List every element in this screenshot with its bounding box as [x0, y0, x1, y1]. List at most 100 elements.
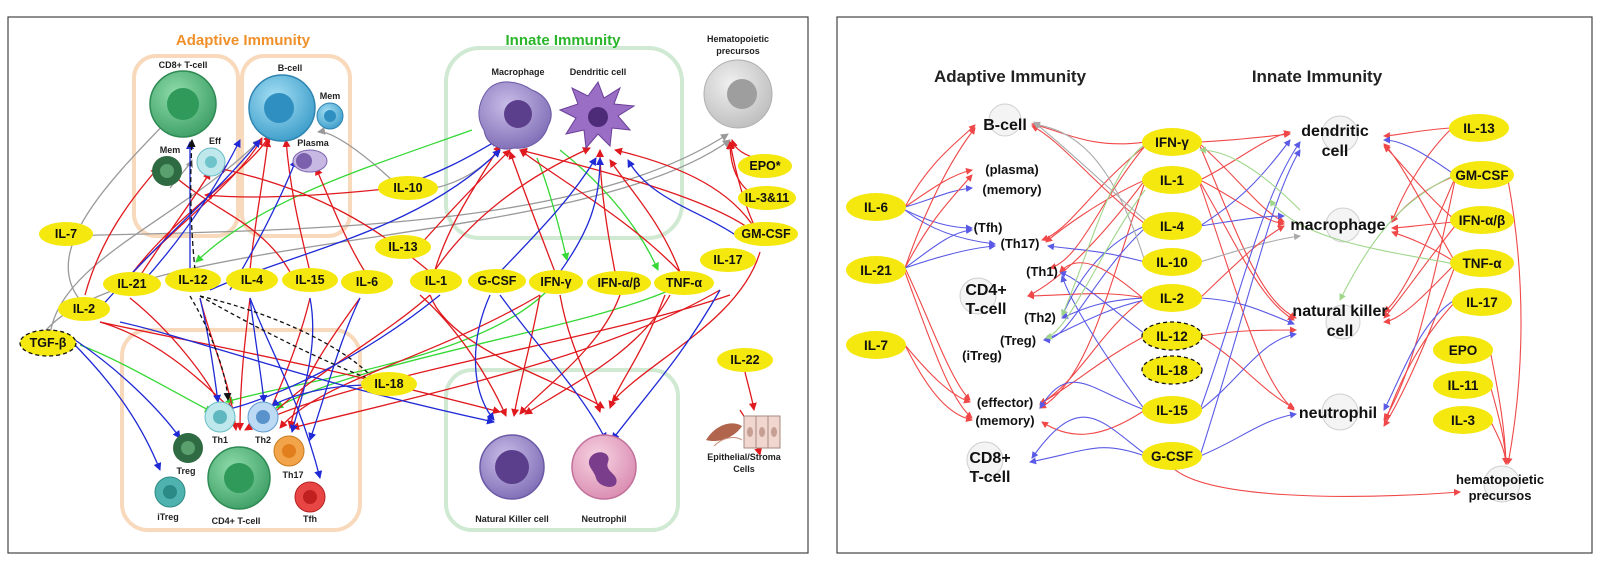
- cd8-t-cell: [149, 70, 217, 138]
- svg-text:EPO: EPO: [1449, 343, 1478, 358]
- svg-text:G-CSF: G-CSF: [1151, 449, 1193, 464]
- epithelial-label-line2: Cells: [733, 464, 755, 474]
- svg-text:G-CSF: G-CSF: [478, 274, 517, 288]
- nk-cell: [479, 434, 545, 500]
- pill-il3-11[interactable]: IL-3&11: [738, 186, 796, 210]
- effector-t-cell: [196, 147, 226, 177]
- r-memory2-label: (memory): [975, 413, 1034, 428]
- svg-text:IFN-γ: IFN-γ: [1155, 135, 1189, 150]
- r-pill-il10[interactable]: IL-10: [1142, 248, 1202, 276]
- pill-il6[interactable]: IL-6: [341, 270, 393, 294]
- left-adaptive-heading: Adaptive Immunity: [176, 32, 311, 49]
- r-pill-il13[interactable]: IL-13: [1449, 114, 1509, 142]
- r-tfh-label: (Tfh): [974, 220, 1003, 235]
- svg-text:IL-21: IL-21: [860, 263, 892, 278]
- plasma-label: Plasma: [297, 138, 330, 148]
- hemato-label-line2: precursos: [716, 46, 760, 56]
- r-pill-ifng[interactable]: IFN-γ: [1142, 128, 1202, 156]
- right-innate-heading: Innate Immunity: [1252, 67, 1383, 86]
- th1-cell: [204, 401, 236, 433]
- pill-il15[interactable]: IL-15: [282, 268, 338, 292]
- svg-text:IL-13: IL-13: [388, 240, 417, 254]
- r-cd8-label: CD8+: [969, 450, 1010, 467]
- hemato-label-line1: Hematopoietic: [707, 34, 769, 44]
- bcell-label: B-cell: [278, 63, 303, 73]
- r-neutrophil-label: neutrophil: [1299, 405, 1377, 422]
- r-pill-il4[interactable]: IL-4: [1142, 212, 1202, 240]
- svg-text:IL-2: IL-2: [73, 302, 95, 316]
- r-pill-gmcsf[interactable]: GM-CSF: [1450, 161, 1514, 189]
- pill-il2[interactable]: IL-2: [58, 297, 110, 321]
- r-pill-epo[interactable]: EPO: [1433, 336, 1493, 364]
- r-pill-ifnab[interactable]: IFN-α/β: [1450, 206, 1514, 234]
- r-pill-tnfa[interactable]: TNF-α: [1450, 249, 1514, 277]
- r-pill-il7[interactable]: IL-7: [846, 331, 906, 359]
- cd8-label: CD8+ T-cell: [159, 60, 208, 70]
- right-cell-outlines: [959, 103, 1521, 503]
- il22-arrow: [744, 371, 757, 411]
- pill-tnfa[interactable]: TNF-α: [654, 271, 714, 295]
- svg-text:IL-4: IL-4: [241, 273, 263, 287]
- pill-il7[interactable]: IL-7: [39, 222, 93, 246]
- svg-text:IL-3: IL-3: [1451, 413, 1475, 428]
- r-pill-il11[interactable]: IL-11: [1433, 371, 1493, 399]
- svg-text:IFN-γ: IFN-γ: [540, 275, 571, 289]
- svg-text:IFN-α/β: IFN-α/β: [597, 276, 640, 290]
- right-panel-frame: [836, 16, 1593, 554]
- pill-il17[interactable]: IL-17: [700, 248, 756, 272]
- epithelial-stroma-cells: [706, 415, 781, 449]
- svg-text:IL-10: IL-10: [1156, 255, 1188, 270]
- pill-gcsf[interactable]: G-CSF: [468, 269, 526, 293]
- th2-cell: [247, 401, 279, 433]
- r-hemato-label2: precursos: [1469, 488, 1532, 503]
- pill-il18[interactable]: IL-18: [361, 372, 417, 396]
- svg-text:IL-21: IL-21: [117, 277, 146, 291]
- r-effector-label: (effector): [977, 395, 1033, 410]
- treg-cell: [173, 433, 203, 463]
- pill-il13[interactable]: IL-13: [375, 235, 431, 259]
- r-bcell-label: B-cell: [983, 117, 1027, 134]
- tfh-label: Tfh: [303, 514, 317, 524]
- pill-il10[interactable]: IL-10: [378, 176, 438, 200]
- mem-b-label: Mem: [320, 91, 341, 101]
- nk-label: Natural Killer cell: [475, 514, 549, 524]
- pill-il4[interactable]: IL-4: [226, 268, 278, 292]
- r-pill-il2[interactable]: IL-2: [1142, 284, 1202, 312]
- svg-text:IL-22: IL-22: [730, 353, 759, 367]
- r-macrophage-label: macrophage: [1290, 217, 1385, 234]
- r-pill-il6[interactable]: IL-6: [846, 193, 906, 221]
- pill-ifng[interactable]: IFN-γ: [529, 270, 583, 294]
- r-pill-il12[interactable]: IL-12: [1141, 321, 1203, 351]
- pill-il12[interactable]: IL-12: [165, 268, 221, 292]
- pill-gmcsf[interactable]: GM-CSF: [734, 222, 798, 246]
- neutrophil-cell: [571, 434, 637, 500]
- r-dendritic-label1: dendritic: [1301, 123, 1369, 140]
- r-pill-il15[interactable]: IL-15: [1142, 396, 1202, 424]
- r-th1-label: (Th1): [1026, 264, 1058, 279]
- svg-text:EPO*: EPO*: [749, 159, 780, 173]
- r-treg-label: (Treg): [1000, 333, 1036, 348]
- r-pill-il3[interactable]: IL-3: [1433, 406, 1493, 434]
- svg-text:IL-10: IL-10: [393, 181, 422, 195]
- svg-text:GM-CSF: GM-CSF: [1455, 168, 1508, 183]
- r-tcell-label: T-cell: [966, 301, 1007, 318]
- svg-text:IL-3&11: IL-3&11: [745, 191, 790, 205]
- dendritic-label: Dendritic cell: [570, 67, 627, 77]
- pill-tgfb[interactable]: TGF-β: [19, 329, 77, 357]
- pill-ifnab[interactable]: IFN-α/β: [587, 271, 651, 295]
- r-hemato-label1: hematopoietic: [1456, 472, 1544, 487]
- pill-il1[interactable]: IL-1: [410, 269, 462, 293]
- pill-il22[interactable]: IL-22: [717, 348, 773, 372]
- macrophage-label: Macrophage: [491, 67, 544, 77]
- pill-epo[interactable]: EPO*: [738, 154, 792, 178]
- hematopoietic-precursor-cell: [703, 59, 773, 129]
- svg-text:IL-12: IL-12: [1156, 329, 1188, 344]
- pill-il21[interactable]: IL-21: [103, 272, 161, 296]
- r-pill-il18[interactable]: IL-18: [1141, 355, 1203, 385]
- r-pill-gcsf[interactable]: G-CSF: [1142, 442, 1202, 470]
- r-nk-label1: natural killer: [1292, 303, 1387, 320]
- r-pill-il21[interactable]: IL-21: [846, 256, 906, 284]
- r-pill-il1[interactable]: IL-1: [1142, 166, 1202, 194]
- r-pill-il17[interactable]: IL-17: [1452, 288, 1512, 316]
